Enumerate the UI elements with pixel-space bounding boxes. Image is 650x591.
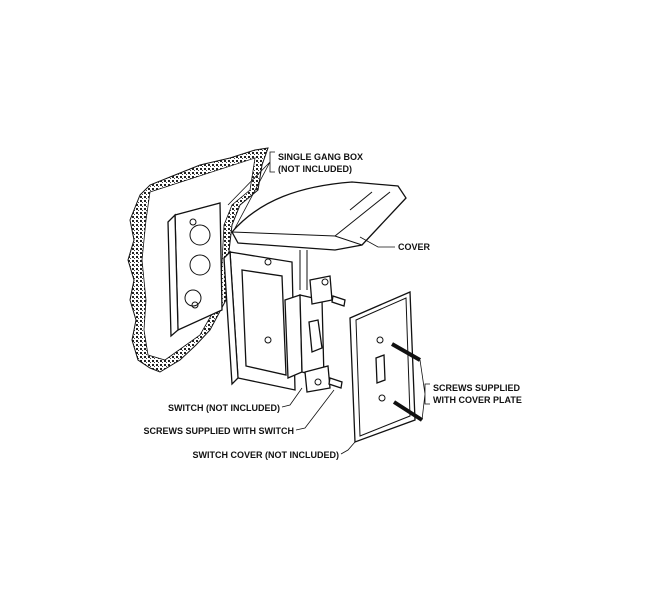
label-switch: SWITCH (NOT INCLUDED): [168, 403, 280, 413]
label-switch-screws: SCREWS SUPPLIED WITH SWITCH: [144, 426, 295, 436]
label-cover-screws-line1: SCREWS SUPPLIED: [433, 383, 521, 393]
switch-cover-plate: [349, 291, 416, 443]
label-cover: COVER: [398, 242, 431, 252]
label-switch-cover: SWITCH COVER (NOT INCLUDED): [193, 450, 340, 460]
mounting-frame: [223, 250, 296, 391]
label-gang-box-line2: (NOT INCLUDED): [278, 164, 352, 174]
label-cover-screws-line2: WITH COVER PLATE: [433, 395, 522, 405]
leader-lines: [227, 151, 430, 455]
weatherproof-cover: [231, 181, 407, 290]
label-gang-box-line1: SINGLE GANG BOX: [278, 152, 363, 162]
switch-screws: [328, 295, 346, 389]
toggle-switch: [284, 275, 333, 393]
single-gang-box: [167, 202, 223, 338]
cover-plate-screws: [391, 342, 424, 422]
